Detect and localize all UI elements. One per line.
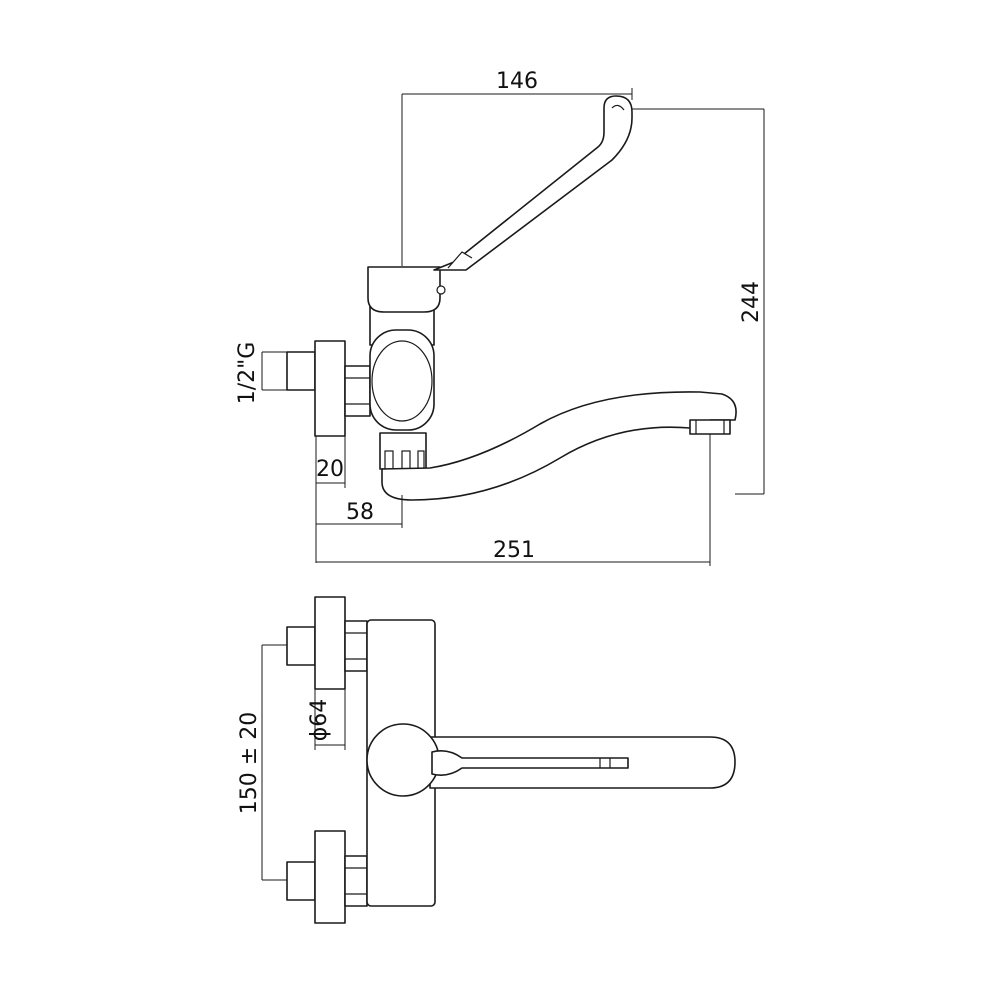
side-cap-screw bbox=[436, 285, 446, 295]
dim-20-label: 20 bbox=[316, 457, 344, 482]
dim-thread-label: 1/2"G bbox=[235, 342, 260, 405]
side-spout bbox=[381, 391, 737, 501]
front-lever bbox=[431, 750, 629, 776]
front-lower-inlet-pipe bbox=[286, 861, 316, 901]
front-lower-flange bbox=[314, 830, 346, 924]
dim-244-label: 244 bbox=[739, 281, 764, 323]
front-view bbox=[286, 596, 736, 924]
front-upper-flange bbox=[314, 596, 346, 690]
side-view-dimensions: 146 244 1/2"G 20 58 251 bbox=[235, 69, 765, 566]
dim-146-label: 146 bbox=[496, 69, 538, 94]
side-eccentric-nut bbox=[344, 365, 371, 417]
dim-inlet-spacing-label: 150 ± 20 bbox=[237, 712, 262, 814]
side-wall-flange bbox=[314, 340, 346, 437]
front-upper-inlet-pipe bbox=[286, 626, 316, 666]
dim-58-label: 58 bbox=[346, 500, 374, 525]
side-cartridge-cap bbox=[367, 266, 441, 313]
side-view bbox=[286, 95, 737, 501]
front-lower-nut bbox=[344, 855, 368, 907]
side-lever-handle bbox=[433, 95, 633, 271]
front-handle-base bbox=[366, 723, 440, 797]
front-view-dimensions: 150 ± 20 ϕ64 bbox=[237, 644, 346, 881]
front-upper-nut bbox=[344, 620, 368, 672]
dim-251-label: 251 bbox=[493, 538, 535, 563]
dim-flange-diameter-label: ϕ64 bbox=[307, 699, 332, 742]
side-inlet-pipe bbox=[286, 351, 316, 391]
